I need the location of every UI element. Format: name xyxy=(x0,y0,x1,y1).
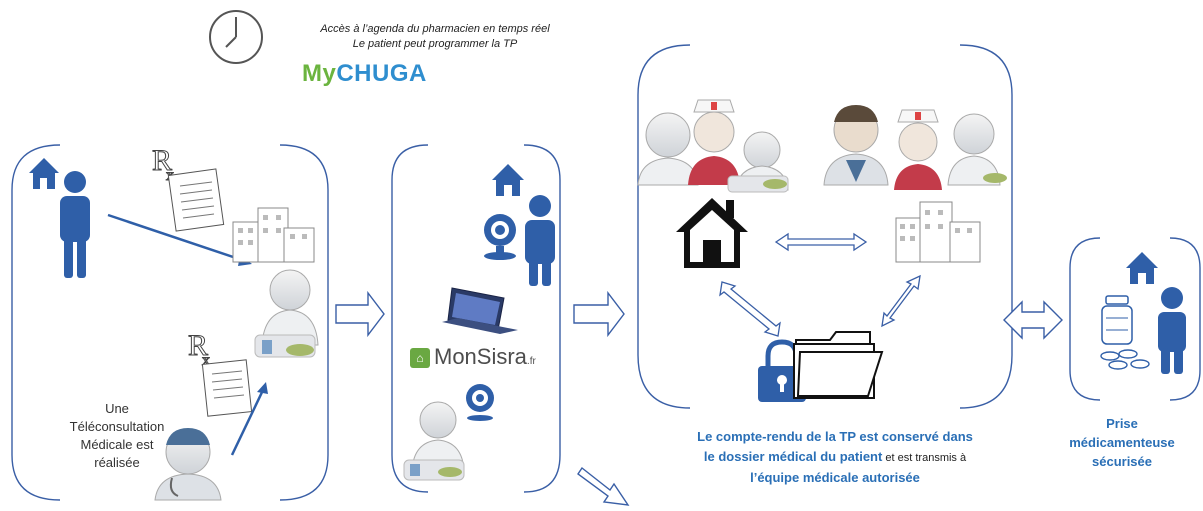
agenda-line-2: Le patient peut programmer la TP xyxy=(352,38,518,50)
home-icon xyxy=(29,158,59,189)
panel-4 xyxy=(1069,237,1201,401)
arrow-icon xyxy=(573,290,625,338)
person-icon xyxy=(1158,287,1186,374)
pharmacist-icon xyxy=(727,131,789,193)
monsisra-suffix: .fr xyxy=(526,356,536,367)
mychuga-logo: MyCHUGA xyxy=(302,60,427,88)
arrow-icon xyxy=(335,290,385,338)
home-icon xyxy=(492,164,524,196)
step1-line-2: Téléconsultation xyxy=(69,419,165,434)
report-caption: Le compte-rendu de la TP est conservé da… xyxy=(690,427,980,488)
svg-text:x: x xyxy=(202,352,210,369)
home-icon xyxy=(1126,252,1158,284)
arrow-icon xyxy=(719,281,781,337)
final-line-1: Prise xyxy=(1106,416,1138,431)
pharmacist-icon xyxy=(637,112,699,186)
svg-text:R: R xyxy=(188,329,208,362)
nurse-icon xyxy=(894,109,942,190)
caption-part-1: Le compte-rendu de la TP est conservé da… xyxy=(697,429,973,464)
pharmacist-icon xyxy=(947,113,1007,186)
pharmacist-icon xyxy=(254,269,319,358)
pill-bottle-icon xyxy=(1101,295,1133,345)
arrow-icon xyxy=(577,466,630,506)
webcam-icon xyxy=(466,384,494,421)
arrow-icon xyxy=(881,274,921,328)
secured-medication-text: Prise médicamenteuse sécurisée xyxy=(1062,414,1182,471)
person-icon xyxy=(60,171,90,278)
caption-part-3: l’équipe médicale autorisée xyxy=(750,470,920,485)
caption-part-2: et est transmis à xyxy=(882,452,967,464)
home-icon xyxy=(676,198,748,268)
doctor-icon xyxy=(823,105,889,186)
teleconsultation-text: Une Téléconsultation Médicale est réalis… xyxy=(62,400,172,472)
panel-3 xyxy=(637,44,1013,409)
hospital-icon xyxy=(895,201,981,263)
clock-icon xyxy=(209,10,263,64)
agenda-line-1: Accès à l’agenda du pharmacien en temps … xyxy=(320,23,550,35)
prescription-icon: R x xyxy=(188,329,253,417)
mychuga-logo-my: My xyxy=(302,60,337,87)
person-icon xyxy=(525,195,555,286)
laptop-icon xyxy=(442,287,518,334)
arrow-icon xyxy=(1003,300,1063,340)
agenda-description: Accès à l’agenda du pharmacien en temps … xyxy=(285,22,585,52)
webcam-icon xyxy=(484,214,516,260)
nurse-icon xyxy=(688,99,740,185)
pills-icon xyxy=(1100,349,1150,370)
svg-text:R: R xyxy=(152,144,172,177)
step1-line-1: Une xyxy=(105,401,129,416)
pharmacist-icon xyxy=(403,401,465,481)
step1-line-3: Médicale est xyxy=(80,437,154,452)
step1-line-4: réalisée xyxy=(94,455,140,470)
doctor-icon xyxy=(154,428,222,501)
final-line-3: sécurisée xyxy=(1092,454,1152,469)
monsisra-badge-icon: ⌂ xyxy=(410,348,430,368)
arrow-icon xyxy=(230,382,268,456)
medical-team xyxy=(637,99,1007,193)
panel-2 xyxy=(391,144,561,493)
monsisra-logo: ⌂MonSisra.fr xyxy=(410,344,536,370)
prescription-icon: R x xyxy=(152,144,225,232)
panel-1 xyxy=(11,144,329,501)
arrow-icon xyxy=(774,232,868,252)
monsisra-name: MonSisra xyxy=(434,344,527,369)
mychuga-logo-chuga: CHUGA xyxy=(336,60,427,87)
final-line-2: médicamenteuse xyxy=(1069,435,1175,450)
hospital-icon xyxy=(232,207,315,263)
folder-icon xyxy=(793,331,884,399)
